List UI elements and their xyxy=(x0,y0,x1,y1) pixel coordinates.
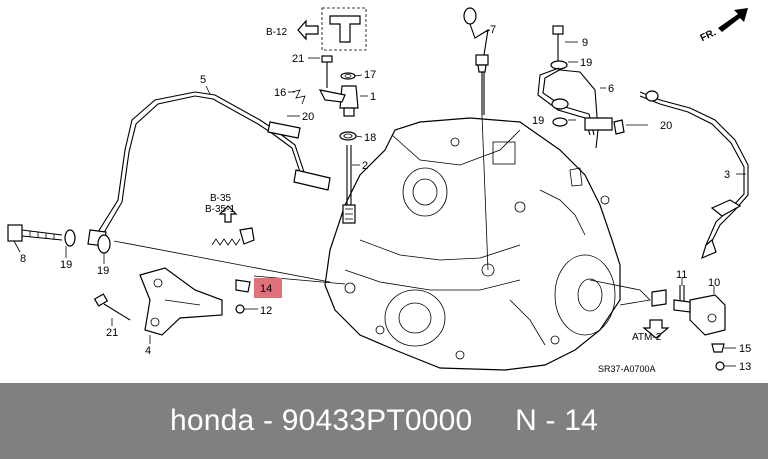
caption-text: honda - 90433PT0000 N - 14 xyxy=(170,404,598,438)
part-number: 90433PT0000 xyxy=(281,404,473,437)
callout-15: 15 xyxy=(739,343,751,355)
callout-14: 14 xyxy=(260,283,272,295)
clip-and-spring xyxy=(113,205,346,314)
caption-bar: honda - 90433PT0000 N - 14 xyxy=(0,383,768,459)
fluid-pipe-6 xyxy=(537,25,625,149)
drawing-code: SR37-A0700A xyxy=(598,364,656,374)
ref-b35: B-35 xyxy=(210,193,232,204)
ref-atm2: ATM-2 xyxy=(632,332,662,343)
callout-numbers: 1 2 3 4 5 6 7 8 9 10 11 12 13 14 15 16 1… xyxy=(20,24,751,373)
callout-2: 2 xyxy=(362,160,368,172)
callout-20-right: 20 xyxy=(660,120,672,132)
callout-9: 9 xyxy=(582,37,588,49)
mount-bracket-4 xyxy=(93,267,223,336)
callout-21-top: 21 xyxy=(292,53,304,65)
callout-8: 8 xyxy=(20,253,26,265)
callout-13: 13 xyxy=(739,361,751,373)
callout-21-bottom: 21 xyxy=(106,327,118,339)
transmission-housing xyxy=(324,117,651,371)
ref-b35-1: B-35-1 xyxy=(205,204,235,215)
callout-16: 16 xyxy=(274,87,286,99)
callout-1: 1 xyxy=(370,91,376,103)
dipstick xyxy=(463,7,489,271)
fr-label: FR. xyxy=(699,27,718,44)
callout-7: 7 xyxy=(490,24,496,36)
callout-6: 6 xyxy=(608,83,614,95)
ref-b12: B-12 xyxy=(266,27,288,38)
callout-reference: N - 14 xyxy=(515,404,599,437)
callout-19-top: 19 xyxy=(580,57,592,69)
control-cable-3 xyxy=(639,90,749,260)
banjo-bolt-8 xyxy=(7,224,111,254)
caption-separator: - xyxy=(262,404,274,437)
callout-20-left: 20 xyxy=(302,111,314,123)
callout-18: 18 xyxy=(364,132,376,144)
callout-19-mid: 19 xyxy=(532,115,544,127)
callout-5: 5 xyxy=(200,74,206,86)
brand-name: honda xyxy=(169,404,255,437)
callout-10: 10 xyxy=(708,277,720,289)
callout-4: 4 xyxy=(145,345,151,357)
exploded-transmission-diagram: FR. B-12 B-35 B-35-1 ATM-2 SR37-A0700A xyxy=(7,7,751,374)
fluid-pipe-5 xyxy=(87,91,331,247)
front-direction-marker: FR. xyxy=(699,8,748,44)
dipstick-pipe xyxy=(342,145,356,224)
callout-17: 17 xyxy=(364,69,376,81)
callout-11: 11 xyxy=(676,269,687,281)
cover-bracket-10 xyxy=(642,285,726,371)
callout-3: 3 xyxy=(724,169,730,181)
leader-lines xyxy=(13,29,746,367)
b12-bracket-detail xyxy=(297,7,367,51)
highlight-box-14 xyxy=(254,278,282,298)
callout-12: 12 xyxy=(260,305,272,317)
callout-19-left: 19 xyxy=(60,259,72,271)
callout-19-right: 19 xyxy=(97,265,109,277)
sensor-assembly xyxy=(291,55,359,141)
